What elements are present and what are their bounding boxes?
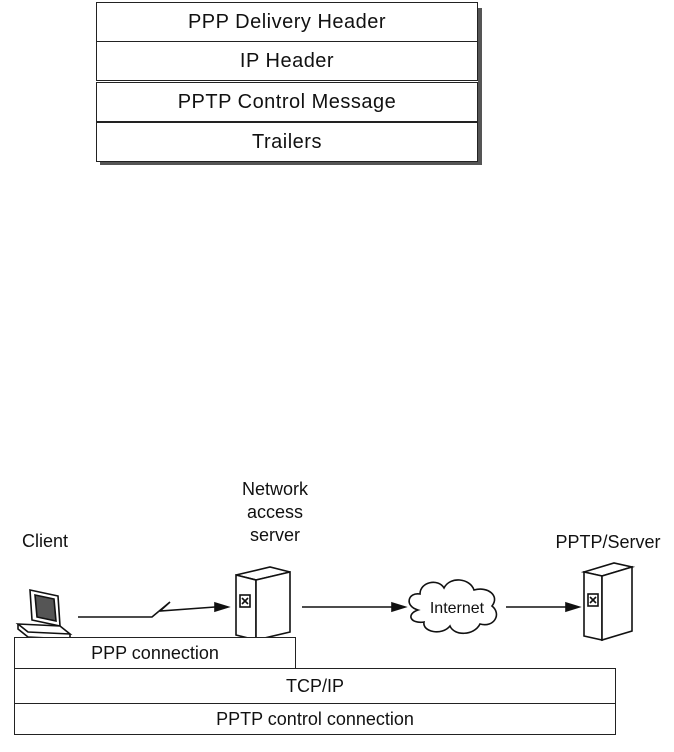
client-label: Client bbox=[21, 531, 69, 551]
nas-internet-link bbox=[302, 601, 408, 613]
packet-layer-pptp-control-message: PPTP Control Message bbox=[96, 82, 478, 122]
internet-server-link bbox=[506, 601, 582, 613]
packet-layer-trailers: Trailers bbox=[96, 122, 478, 162]
laptop-icon bbox=[15, 588, 73, 640]
network-access-server-icon bbox=[235, 566, 291, 642]
pptp-server-label: PPTP/Server bbox=[555, 532, 661, 552]
packet-shadow-right bbox=[478, 8, 482, 165]
internet-cloud-icon bbox=[408, 579, 498, 635]
pptp-control-connection-bar: PPTP control connection bbox=[14, 703, 616, 735]
pptp-server-icon bbox=[580, 562, 636, 642]
ppp-connection-bar: PPP connection bbox=[14, 637, 296, 669]
tcpip-bar: TCP/IP bbox=[14, 668, 616, 704]
packet-layer-ip-header: IP Header bbox=[96, 41, 478, 81]
internet-label: Internet bbox=[429, 600, 485, 617]
nas-label-line-2: access bbox=[246, 502, 304, 522]
packet-shadow-bottom bbox=[100, 161, 482, 165]
serial-link bbox=[78, 601, 231, 618]
nas-label: Network access server bbox=[215, 478, 335, 547]
nas-label-line-1: Network bbox=[241, 479, 308, 499]
nas-label-line-3: server bbox=[249, 525, 300, 545]
